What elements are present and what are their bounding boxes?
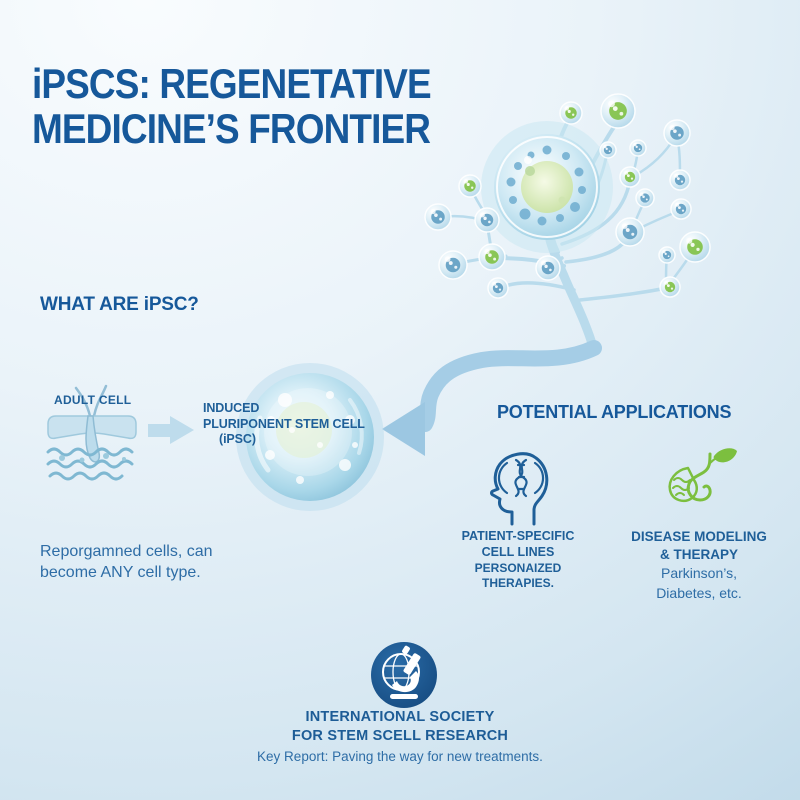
organ-node-icon (615, 217, 645, 247)
organ-node-icon (669, 169, 691, 191)
organ-node-icon (670, 198, 692, 220)
cell-node-icon (659, 276, 681, 298)
right-arrow-icon (148, 416, 194, 444)
key-report-tagline: Key Report: Paving the way for new treat… (257, 749, 543, 764)
organ-node-icon (635, 188, 655, 208)
cell-node-icon (619, 166, 641, 188)
reprogrammed-note: Reporgamned cells, can become ANY cell t… (40, 543, 213, 582)
ipsc-line-3: (iPSC) (219, 432, 256, 446)
ipsc-line-2: PLURIPONENT STEM CELL (203, 416, 365, 431)
organ-node-icon (424, 203, 452, 231)
organ-node-icon (438, 250, 468, 280)
app1-line-2: CELL LINES (481, 545, 555, 560)
organ-node-icon (599, 141, 617, 159)
organ-node-icon (474, 207, 500, 233)
app2-sub-2: Diabetes, etc. (656, 585, 742, 602)
organ-node-icon (535, 255, 561, 281)
society-logo (371, 642, 437, 708)
application-disease-modeling: DISEASE MODELING & THERAPY Parkinson’s, … (626, 444, 772, 604)
org-line-1: INTERNATIONAL SOCIETY (305, 709, 495, 725)
application-patient-specific: PATIENT-SPECIFIC CELL LINES PERSONAIZED … (452, 444, 584, 592)
cell-node-icon (478, 243, 506, 271)
potential-applications-heading: POTENTIAL APPLICATIONS (497, 402, 732, 422)
ipsc-line-1: INDUCED (203, 401, 260, 415)
cell-node-icon (559, 101, 583, 125)
org-line-2: FOR STEM SCELL RESEARCH (291, 727, 509, 744)
organ-node-icon (629, 139, 647, 157)
app1-line-4: THERAPIES. (481, 576, 554, 591)
app1-line-1: PATIENT-SPECIFIC (461, 529, 575, 543)
cell-node-icon (458, 174, 482, 198)
organ-node-icon (658, 246, 676, 264)
organization-name: INTERNATIONAL SOCIETY FOR STEM SCELL RES… (280, 708, 520, 745)
what-are-ipsc-heading: WHAT ARE iPSC? (40, 294, 199, 315)
cell-node-icon (600, 93, 636, 129)
app2-bold-1: DISEASE MODELING (631, 529, 767, 544)
page-title: iPSCS: REGENETATIVE MEDICINE’S FRONTIER (32, 60, 432, 152)
adult-cell-label: ADULT CELL (54, 393, 132, 407)
organ-node-icon (663, 119, 691, 147)
cell-node-icon (679, 231, 711, 263)
app2-bold-2: & THERAPY (659, 546, 738, 562)
app1-line-3: PERSONAIZED (474, 560, 562, 575)
ipsc-cell-label: INDUCED PLURIPONENT STEM CELL (iPSC) (203, 401, 381, 448)
organ-node-icon (487, 277, 509, 299)
app2-sub-1: Parkinson’s, (660, 565, 737, 582)
